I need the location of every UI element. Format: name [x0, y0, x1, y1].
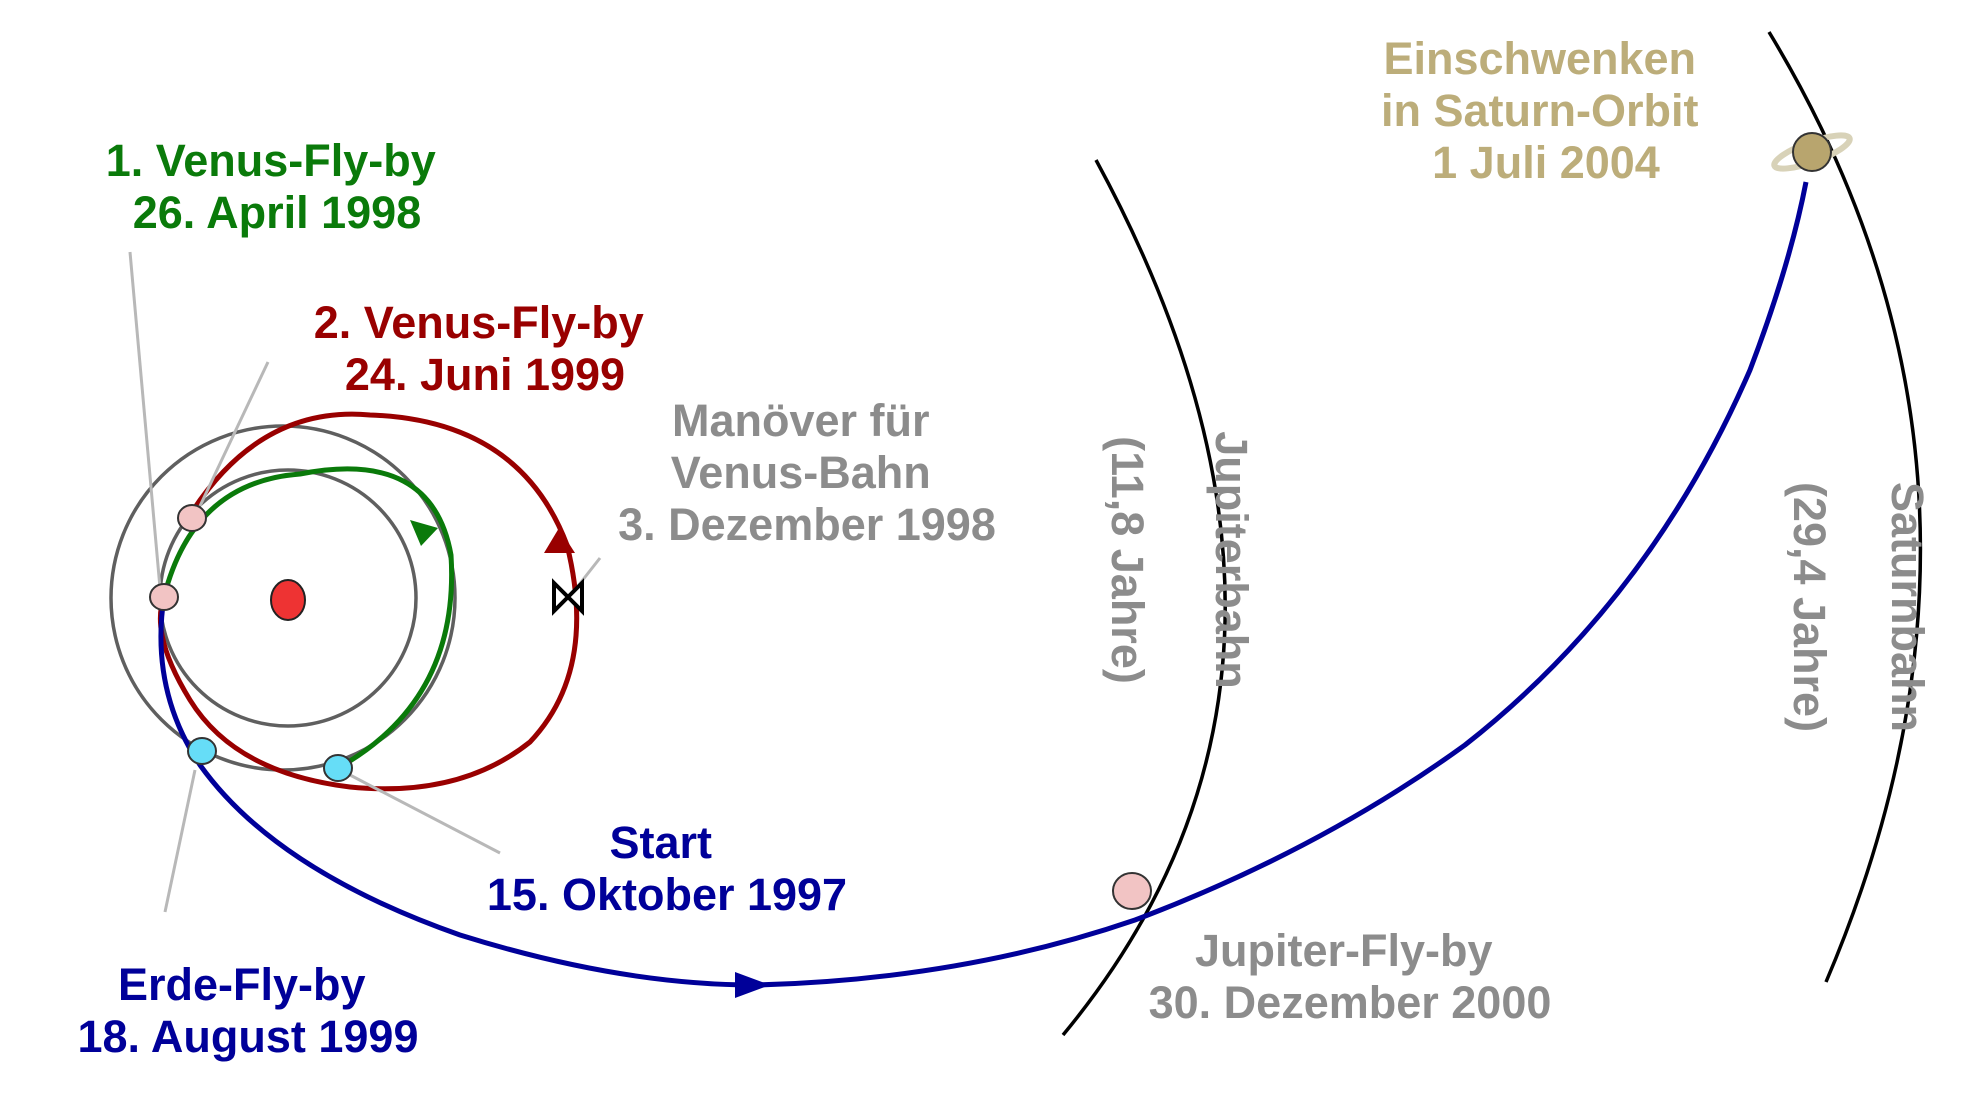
saturn-icon [1771, 132, 1853, 172]
jupiter-flyby-label-line2: 30. Dezember 2000 [1149, 977, 1552, 1028]
jupiter-orbit-name: Jupiterbahn [1206, 431, 1257, 689]
leader-venus1 [128, 251, 162, 589]
svg-text:2. Venus-Fly-by 24. Juni 1: 2. Venus-Fly-by 24. Juni 1999 [314, 297, 657, 400]
start-label-line1: Start [609, 817, 712, 868]
start-label-line2: 15. Oktober 1997 [487, 869, 847, 920]
earth-marker-icon [323, 754, 353, 782]
saturn-orbit-period: (29,4 Jahre) [1784, 482, 1835, 732]
leader-venus2 [198, 361, 270, 507]
svg-text:Jupiter-Fly-by 30. Dezembe: Jupiter-Fly-by 30. Dezember 2000 [1149, 925, 1552, 1028]
svg-text:Erde-Fly-by 18. August 199: Erde-Fly-by 18. August 1999 [78, 959, 419, 1062]
direction-arrow-icon [410, 520, 438, 546]
earth-flyby-label-line2: 18. August 1999 [78, 1011, 419, 1062]
svg-text:Start 15. Oktober 1997: Start 15. Oktober 1997 [487, 817, 847, 920]
sun-icon [270, 579, 306, 621]
venus1-label-line2: 26. April 1998 [133, 187, 422, 238]
trajectory-segment-red [157, 411, 580, 792]
maneuver-label-line1: Manöver für [672, 395, 930, 446]
trajectory-segment-green [161, 466, 455, 771]
maneuver-label-line2: Venus-Bahn [671, 447, 931, 498]
saturn-orbit [1767, 31, 1923, 983]
jupiter-marker-icon [1112, 872, 1152, 910]
earth-marker-icon [187, 737, 217, 765]
saturn-insertion-label-line3: 1 Juli 2004 [1432, 137, 1660, 188]
leader-earth-flyby [163, 769, 197, 913]
jupiter-orbit [1061, 159, 1227, 1037]
saturn-insertion-label-line2: in Saturn-Orbit [1381, 85, 1698, 136]
venus2-label-line1: 2. Venus-Fly-by [314, 297, 644, 348]
venus2-label-line2: 24. Juni 1999 [345, 349, 625, 400]
venus-marker-icon [149, 583, 179, 611]
venus1-label-line1: 1. Venus-Fly-by [106, 135, 436, 186]
leader-start [349, 773, 501, 855]
direction-arrow-icon [735, 972, 770, 998]
trajectory-segment-blue [158, 181, 1809, 988]
saturn-insertion-label-line1: Einschwenken [1383, 33, 1696, 84]
svg-text:Manöver für Venus-Bahn: Manöver für Venus-Bahn 3. Dezember 1998 [618, 395, 996, 550]
maneuver-label-line3: 3. Dezember 1998 [618, 499, 996, 550]
saturn-orbit-name: Saturnbahn [1882, 482, 1933, 732]
earth-flyby-label-line1: Erde-Fly-by [118, 959, 366, 1010]
maneuver-icon [552, 578, 584, 616]
venus-marker-icon [177, 504, 207, 532]
direction-arrow-icon [544, 528, 575, 553]
svg-text:1. Venus-Fly-by 26. April: 1. Venus-Fly-by 26. April 1998 [106, 135, 449, 238]
jupiter-orbit-period: (11,8 Jahre) [1102, 436, 1153, 684]
svg-text:Einschwenken in Saturn-Orb: Einschwenken in Saturn-Orbit 1 Juli 2004 [1381, 33, 1711, 188]
jupiter-flyby-label-line1: Jupiter-Fly-by [1195, 925, 1493, 976]
